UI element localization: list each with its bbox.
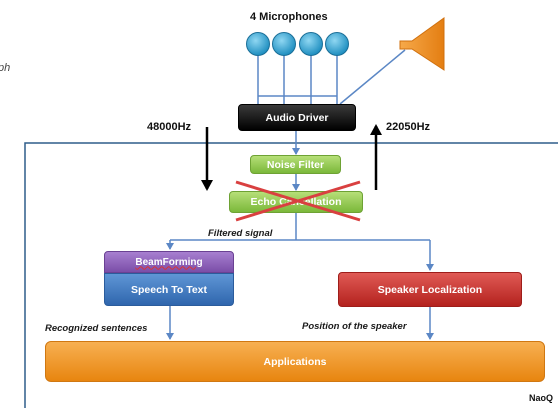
microphone-1 — [246, 32, 270, 56]
noise-filter-box: Noise Filter — [250, 155, 341, 174]
microphone-4 — [325, 32, 349, 56]
microphone-2 — [272, 32, 296, 56]
speaker-localization-box: Speaker Localization — [338, 272, 522, 307]
audio-driver-box: Audio Driver — [238, 104, 356, 131]
position-of-speaker-label: Position of the speaker — [302, 321, 407, 332]
applications-label: Applications — [263, 355, 327, 368]
beamforming-label: BeamForming — [135, 256, 203, 268]
naoqi-label: NaoQ — [529, 393, 554, 403]
speaker-wire — [339, 49, 406, 105]
left-fragment-text: ph — [0, 62, 11, 74]
microphones-label: 4 Microphones — [250, 11, 328, 23]
output-rate-label: 22050Hz — [386, 121, 431, 133]
applications-box: Applications — [45, 341, 545, 382]
speaker-localization-label: Speaker Localization — [377, 283, 483, 296]
naoqi-frame — [24, 142, 558, 408]
speech-to-text-box: Speech To Text — [104, 273, 234, 306]
microphone-3 — [299, 32, 323, 56]
crossed-out-icon — [235, 180, 361, 222]
speech-to-text-label: Speech To Text — [130, 283, 208, 296]
beamforming-box: BeamForming — [104, 251, 234, 273]
recognized-sentences-label: Recognized sentences — [45, 323, 148, 334]
input-rate-label: 48000Hz — [147, 121, 192, 133]
speaker-icon — [399, 17, 445, 71]
audio-driver-label: Audio Driver — [265, 111, 329, 124]
filtered-signal-label: Filtered signal — [208, 228, 273, 239]
noise-filter-label: Noise Filter — [266, 158, 325, 171]
